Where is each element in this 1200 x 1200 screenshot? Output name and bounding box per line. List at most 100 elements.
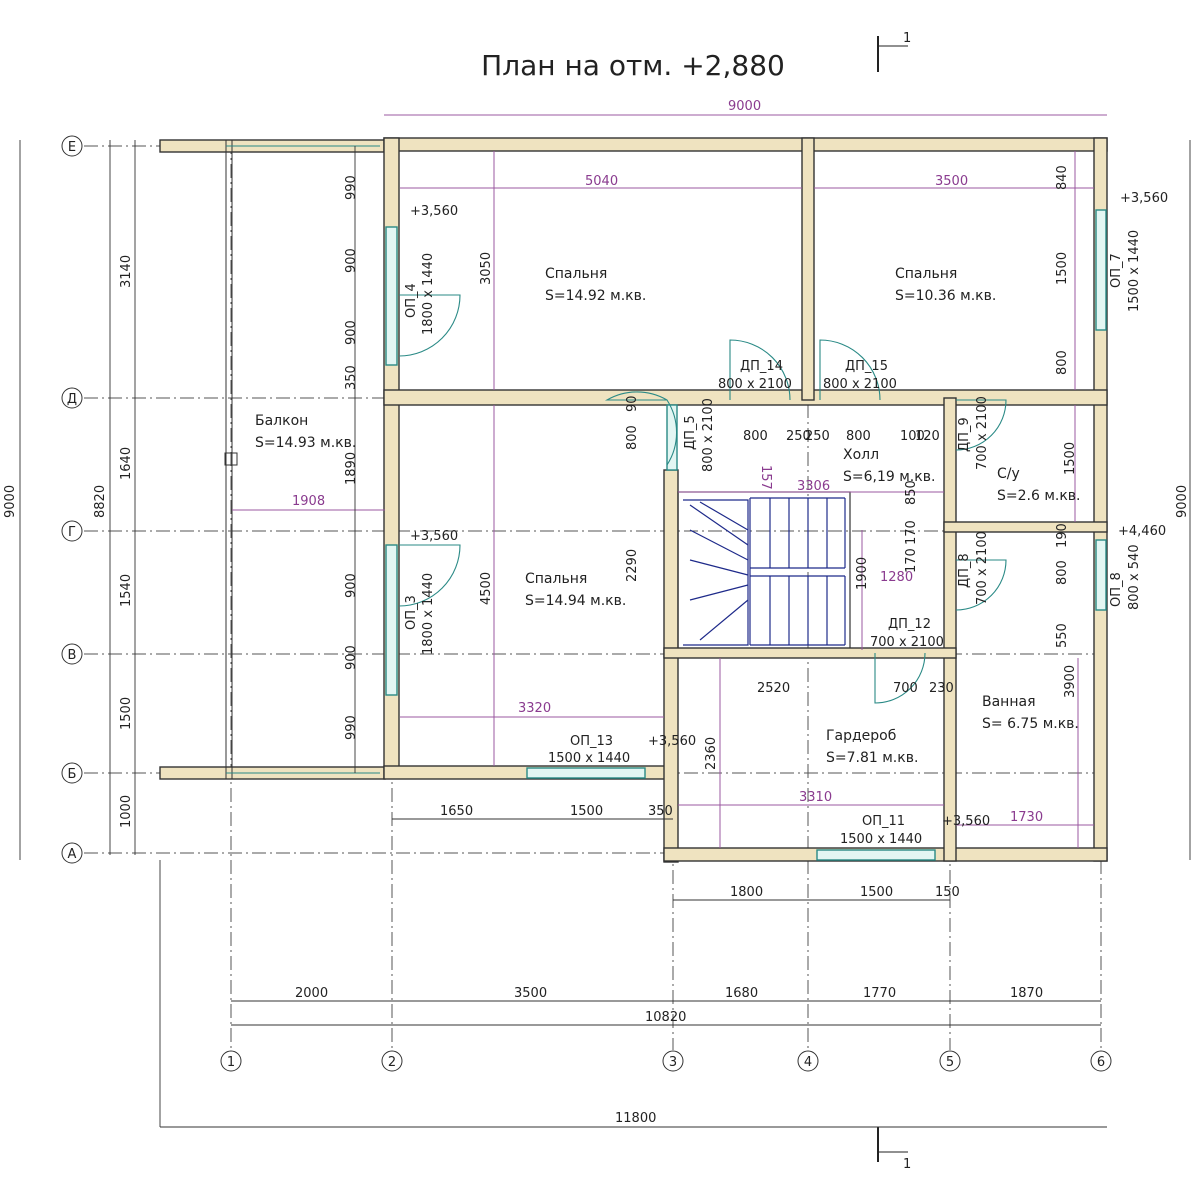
svg-text:700 х 2100: 700 х 2100	[975, 531, 990, 605]
svg-text:840: 840	[1055, 165, 1070, 190]
svg-text:ДП_5: ДП_5	[683, 415, 698, 450]
svg-text:ОП_4: ОП_4	[404, 283, 419, 318]
room-name: Ванная	[982, 694, 1036, 710]
section-mark-top: 1	[877, 31, 911, 72]
svg-text:1540: 1540	[119, 574, 134, 607]
svg-text:3900: 3900	[1063, 665, 1078, 698]
svg-text:1800 х 1440: 1800 х 1440	[421, 253, 436, 335]
room-area: S=14.93 м.кв.	[255, 435, 356, 451]
room-area: S=10.36 м.кв.	[895, 288, 996, 304]
svg-text:1908: 1908	[292, 494, 325, 509]
svg-text:ДП_12: ДП_12	[888, 617, 931, 632]
svg-text:250: 250	[805, 429, 830, 444]
svg-text:800: 800	[743, 429, 768, 444]
room-area: S=6,19 м.кв.	[843, 469, 935, 485]
svg-text:+3,560: +3,560	[1120, 191, 1168, 206]
svg-text:+3,560: +3,560	[942, 814, 990, 829]
svg-text:1500: 1500	[860, 885, 893, 900]
section-mark-bottom: 1	[877, 1127, 911, 1172]
svg-text:1770: 1770	[863, 986, 896, 1001]
svg-text:350: 350	[344, 365, 359, 390]
svg-text:ДП_14: ДП_14	[740, 359, 783, 374]
svg-text:1500: 1500	[119, 697, 134, 730]
svg-text:10820: 10820	[645, 1010, 686, 1025]
svg-text:6: 6	[1097, 1055, 1105, 1070]
left-dimensions: 3140 1640 1540 1500 1000 9000 8820 9000 …	[3, 99, 1190, 828]
svg-text:190: 190	[1055, 523, 1070, 548]
svg-text:800: 800	[1055, 350, 1070, 375]
svg-text:1500 х 1440: 1500 х 1440	[840, 832, 922, 847]
svg-text:1800 х 1440: 1800 х 1440	[421, 573, 436, 655]
svg-text:1650: 1650	[440, 804, 473, 819]
svg-text:170: 170	[904, 520, 919, 545]
room-name: Спальня	[895, 266, 957, 282]
windows	[385, 209, 1107, 861]
svg-text:+3,560: +3,560	[648, 734, 696, 749]
inner-dimensions: 5040 3500 3050 840 1500 800 1908 4500 33…	[292, 165, 1078, 825]
svg-text:700 х 2100: 700 х 2100	[870, 635, 944, 650]
svg-text:170: 170	[904, 548, 919, 573]
svg-text:11800: 11800	[615, 1111, 656, 1126]
svg-text:9000: 9000	[728, 99, 761, 114]
svg-text:1: 1	[903, 1157, 911, 1172]
svg-text:150: 150	[935, 885, 960, 900]
svg-text:3500: 3500	[514, 986, 547, 1001]
svg-text:850: 850	[904, 480, 919, 505]
axis-bubbles-letters: Е Д Г В Б А	[61, 135, 83, 864]
svg-text:1500 х 1440: 1500 х 1440	[548, 751, 630, 766]
svg-text:3306: 3306	[797, 479, 830, 494]
opening-labels: ОП_4 1800 х 1440 ОП_7 1500 х 1440 ОП_3 1…	[404, 230, 1142, 847]
svg-text:Д: Д	[67, 392, 77, 407]
svg-text:+3,560: +3,560	[410, 529, 458, 544]
svg-text:1000: 1000	[119, 795, 134, 828]
room-name: С/у	[997, 466, 1020, 482]
room-name: Спальня	[545, 266, 607, 282]
svg-text:5040: 5040	[585, 174, 618, 189]
svg-text:990: 990	[344, 715, 359, 740]
svg-text:1500: 1500	[1063, 442, 1078, 475]
svg-text:700: 700	[893, 681, 918, 696]
room-area: S=14.92 м.кв.	[545, 288, 646, 304]
svg-text:2000: 2000	[295, 986, 328, 1001]
svg-text:4500: 4500	[479, 572, 494, 605]
svg-text:1900: 1900	[855, 557, 870, 590]
svg-text:ОП_13: ОП_13	[570, 734, 613, 749]
svg-text:4: 4	[804, 1055, 812, 1070]
svg-text:1: 1	[227, 1055, 235, 1070]
svg-text:2520: 2520	[757, 681, 790, 696]
svg-text:900: 900	[344, 645, 359, 670]
svg-text:2360: 2360	[704, 737, 719, 770]
room-name: Балкон	[255, 413, 308, 429]
svg-text:800: 800	[846, 429, 871, 444]
svg-text:230: 230	[929, 681, 954, 696]
svg-text:800: 800	[1055, 560, 1070, 585]
svg-text:1500: 1500	[1055, 252, 1070, 285]
svg-text:800 х 2100: 800 х 2100	[701, 398, 716, 472]
room-labels: Спальня S=14.92 м.кв. Спальня S=10.36 м.…	[255, 266, 1081, 766]
svg-text:1: 1	[903, 31, 911, 46]
svg-text:ОП_3: ОП_3	[404, 595, 419, 630]
svg-text:Б: Б	[68, 767, 77, 782]
room-area: S=2.6 м.кв.	[997, 488, 1081, 504]
svg-text:900: 900	[344, 573, 359, 598]
balcony-structure	[159, 139, 386, 780]
svg-text:Е: Е	[68, 140, 76, 155]
svg-text:ОП_7: ОП_7	[1109, 253, 1124, 288]
axis-bubbles-numbers: 1 2 3 4 5 6	[220, 1050, 1112, 1072]
svg-text:1890: 1890	[344, 452, 359, 485]
svg-text:В: В	[68, 648, 77, 663]
room-name: Холл	[843, 447, 879, 463]
svg-text:3140: 3140	[119, 255, 134, 288]
svg-text:5: 5	[946, 1055, 954, 1070]
room-area: S=14.94 м.кв.	[525, 593, 626, 609]
svg-text:1730: 1730	[1010, 810, 1043, 825]
svg-text:157: 157	[758, 465, 773, 490]
svg-text:3050: 3050	[479, 252, 494, 285]
svg-text:А: А	[68, 847, 77, 862]
wall-dimensions: 990 900 900 350 1890 900 900 990	[344, 175, 359, 740]
svg-text:1640: 1640	[119, 447, 134, 480]
svg-text:250: 250	[786, 429, 811, 444]
room-area: S=7.81 м.кв.	[826, 750, 918, 766]
